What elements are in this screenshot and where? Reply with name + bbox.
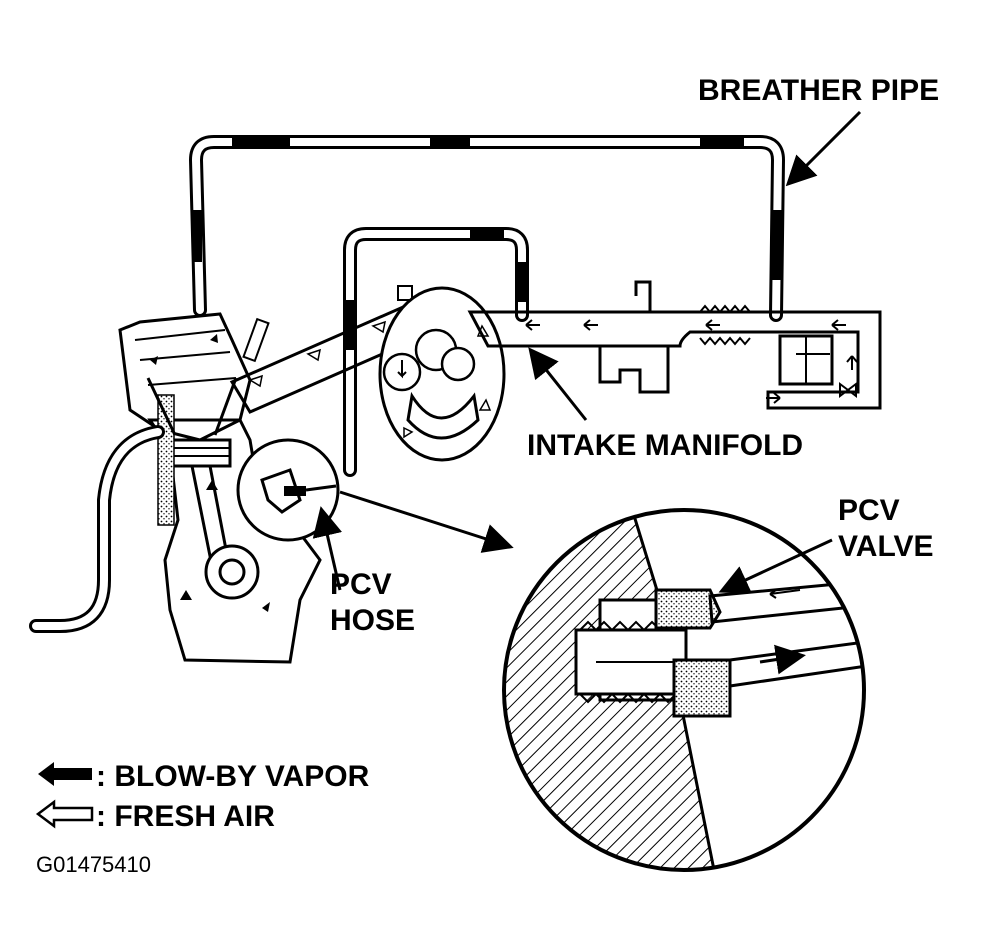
- breather-pipe: [189, 135, 785, 322]
- legend-blow-by-vapor: : BLOW-BY VAPOR: [96, 760, 370, 793]
- pcv-valve-label-line1: PCV: [838, 494, 900, 527]
- engine-block: [29, 312, 322, 664]
- breather-pipe-label: BREATHER PIPE: [698, 74, 939, 107]
- blow-by-arrow-icon: [38, 762, 92, 786]
- figure-code: G01475410: [36, 852, 151, 877]
- pcv-valve-label-line2: VALVE: [838, 530, 934, 563]
- leader-lines: [312, 110, 862, 594]
- intake-manifold-label: INTAKE MANIFOLD: [527, 429, 803, 462]
- legend-fresh-air: : FRESH AIR: [96, 800, 275, 833]
- pcv-hose-label-line2: HOSE: [330, 604, 415, 637]
- inner-pipe: [343, 227, 529, 477]
- pcv-detail-small: [236, 438, 340, 542]
- intake-manifold: [467, 280, 882, 410]
- pcv-valve-zoom: [502, 508, 866, 872]
- pcv-hose-label-line1: PCV: [330, 568, 392, 601]
- legend: : BLOW-BY VAPOR : FRESH AIR: [35, 760, 370, 833]
- fresh-air-arrow-icon: [35, 799, 94, 829]
- throttle-body: [378, 286, 506, 462]
